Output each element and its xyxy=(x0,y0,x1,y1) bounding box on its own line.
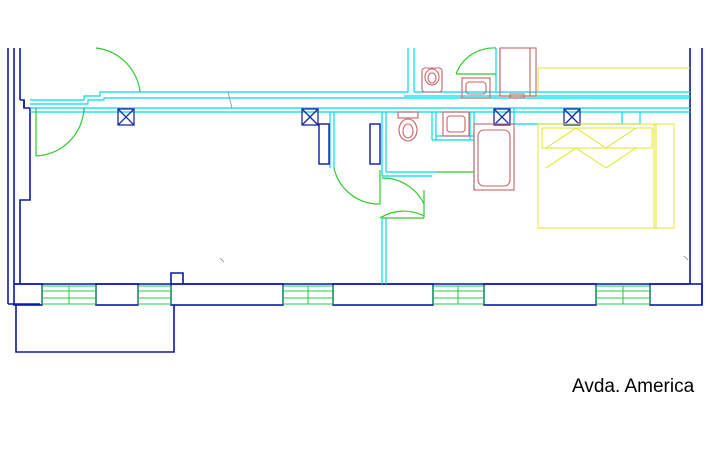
windows xyxy=(41,285,651,305)
corridor-partition xyxy=(30,48,690,284)
bed-furniture xyxy=(537,67,690,229)
door-swings xyxy=(35,47,497,219)
ventilation-ducts xyxy=(117,108,581,126)
sanitary-fixtures xyxy=(397,47,537,191)
exterior-wall-left xyxy=(7,48,40,305)
exterior-wall-bottom xyxy=(13,272,703,306)
street-name-label: Avda. America xyxy=(572,376,695,397)
plan-markers xyxy=(219,91,689,263)
balcony-outline xyxy=(15,305,175,353)
structural-columns xyxy=(318,123,381,165)
exterior-wall-right xyxy=(689,48,703,305)
